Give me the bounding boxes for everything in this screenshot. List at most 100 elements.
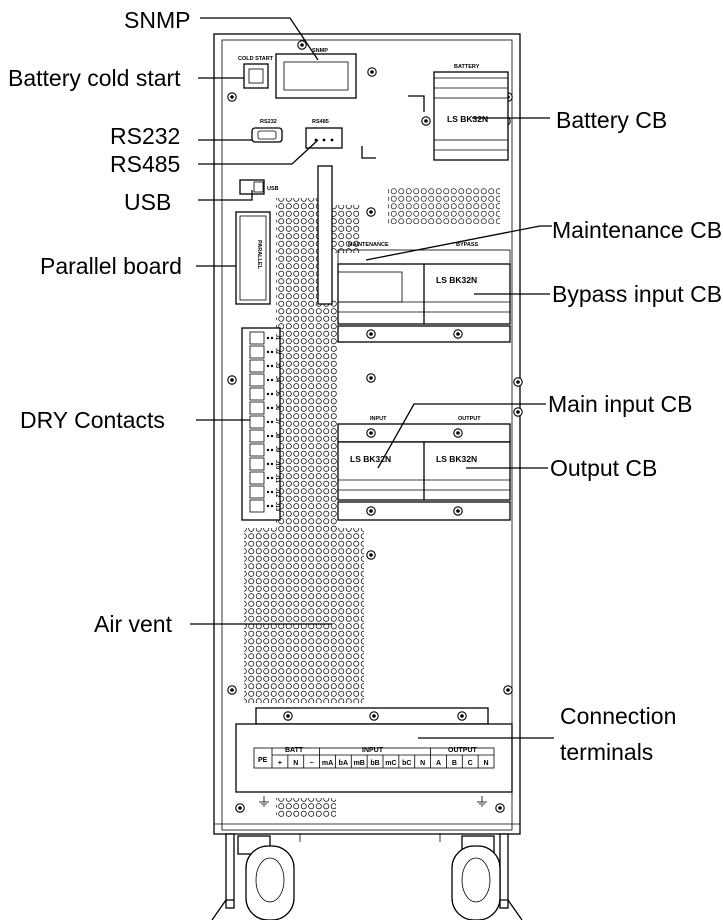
callout-rs232: RS232 bbox=[110, 123, 180, 149]
dry-contact-terminal bbox=[249, 373, 265, 387]
dry-contact-terminal bbox=[249, 387, 265, 401]
dry-contact-pin bbox=[270, 406, 274, 410]
callout-dry-contacts: DRY Contacts bbox=[20, 407, 165, 433]
output-breaker-model: LS BK32N bbox=[436, 454, 477, 464]
caster-wheels bbox=[211, 833, 523, 920]
terminal-cell-label: + bbox=[278, 760, 282, 767]
terminal-cell-label: bC bbox=[402, 760, 411, 767]
dry-contact-label: J11 bbox=[274, 474, 280, 483]
bypass-breaker-model: LS BK32N bbox=[436, 275, 477, 285]
terminal-cell-label: N bbox=[293, 760, 298, 767]
dry-contact-label: J10 bbox=[274, 460, 280, 469]
callout-battery-cb: Battery CB bbox=[556, 107, 667, 133]
dry-contact-label: J6 bbox=[274, 404, 280, 410]
callout-main-input-cb: Main input CB bbox=[548, 391, 692, 417]
dry-contact-terminal bbox=[249, 331, 265, 345]
callout-bypass-input-cb: Bypass input CB bbox=[552, 281, 722, 307]
dry-contact-label: J8 bbox=[274, 432, 280, 438]
dry-contact-pin bbox=[266, 490, 270, 494]
dry-contact-pin bbox=[270, 448, 274, 452]
callout-maintenance-cb: Maintenance CB bbox=[552, 217, 722, 243]
callout-labels: SNMP Battery cold start RS232 RS485 USB … bbox=[8, 7, 722, 765]
terminal-cell-label: bB bbox=[370, 760, 379, 767]
input-output-breakers: INPUT OUTPUT LS BK32N LS BK32N bbox=[337, 416, 511, 521]
dry-contact-label: J12 bbox=[274, 488, 280, 497]
bypass-label: BYPASS bbox=[456, 242, 479, 248]
dry-contact-label: J2 bbox=[274, 348, 280, 354]
dry-contact-pin bbox=[270, 336, 274, 340]
usb-label: USB bbox=[267, 186, 279, 192]
dry-contact-label: J9 bbox=[274, 446, 280, 452]
terminal-group-input: INPUT bbox=[362, 747, 384, 754]
dry-contact-pin bbox=[266, 476, 270, 480]
dry-contact-pin bbox=[270, 476, 274, 480]
maintenance-label: MAINTENANCE bbox=[348, 242, 389, 248]
dry-contact-terminal bbox=[249, 415, 265, 429]
dry-contact-pin bbox=[270, 350, 274, 354]
dry-contact-pin bbox=[270, 504, 274, 508]
cold-start-port: COLD START bbox=[238, 56, 274, 89]
dry-contact-label: J7 bbox=[274, 418, 280, 424]
callout-usb: USB bbox=[124, 189, 171, 215]
terminal-cell-label: bA bbox=[339, 760, 348, 767]
callout-connection-terminals-line1: Connection bbox=[560, 703, 676, 729]
ground-symbols bbox=[259, 796, 487, 807]
terminal-cover bbox=[235, 707, 513, 793]
air-vent bbox=[244, 198, 364, 818]
terminal-cell-label: C bbox=[468, 760, 473, 767]
terminal-pe: PE bbox=[258, 757, 268, 764]
dry-contact-pin bbox=[270, 462, 274, 466]
callout-snmp: SNMP bbox=[124, 7, 190, 33]
battery-breaker: BATTERY LS BK32N bbox=[361, 64, 509, 161]
rs232-port: RS232 bbox=[251, 119, 283, 143]
terminal-cell-label: mC bbox=[385, 760, 396, 767]
parallel-board: PARALLEL bbox=[235, 211, 271, 305]
terminal-cell-label: N bbox=[420, 760, 425, 767]
dry-contact-pin bbox=[270, 490, 274, 494]
callout-output-cb: Output CB bbox=[550, 455, 657, 481]
dry-contact-pin bbox=[266, 420, 270, 424]
leader-lines bbox=[190, 17, 554, 739]
terminal-cell-label: B bbox=[452, 760, 457, 767]
output-label: OUTPUT bbox=[458, 416, 481, 422]
dry-contact-pin bbox=[266, 392, 270, 396]
battery-breaker-model: LS BK32N bbox=[447, 114, 488, 124]
dry-contact-pin bbox=[266, 434, 270, 438]
rs232-label: RS232 bbox=[260, 119, 277, 125]
terminal-cell-label: N bbox=[484, 760, 489, 767]
callout-connection-terminals-line2: terminals bbox=[560, 739, 653, 765]
dry-contact-pin bbox=[266, 406, 270, 410]
dry-contact-label: J1 bbox=[274, 334, 280, 340]
dry-contact-label: J4 bbox=[274, 376, 280, 383]
callout-parallel-board: Parallel board bbox=[40, 253, 182, 279]
dry-contact-label: J13 bbox=[274, 502, 280, 511]
dry-contact-terminal bbox=[249, 457, 265, 471]
terminal-cell-label: A bbox=[436, 760, 441, 767]
callout-battery-cold-start: Battery cold start bbox=[8, 65, 181, 91]
callout-air-vent: Air vent bbox=[94, 611, 173, 637]
upper-vent-holes bbox=[388, 188, 500, 224]
terminal-cell-label: − bbox=[310, 760, 314, 767]
dry-contact-pin bbox=[270, 364, 274, 368]
dry-contact-terminal bbox=[249, 401, 265, 415]
battery-label: BATTERY bbox=[454, 64, 480, 70]
dry-contact-pin bbox=[266, 448, 270, 452]
dry-contact-pin bbox=[270, 434, 274, 438]
bypass-switch-bracket bbox=[317, 165, 333, 305]
terminal-cell-label: mB bbox=[354, 760, 365, 767]
dry-contact-terminal bbox=[249, 345, 265, 359]
snmp-slot-label: SNMP bbox=[312, 48, 328, 54]
dry-contact-terminal bbox=[249, 429, 265, 443]
dry-contact-terminal bbox=[249, 499, 265, 513]
dry-contact-terminal bbox=[249, 471, 265, 485]
dry-contact-pin bbox=[270, 420, 274, 424]
snmp-slot: SNMP bbox=[275, 48, 357, 99]
dry-contact-label: J3 bbox=[274, 362, 280, 368]
dry-contact-pin bbox=[266, 350, 270, 354]
dry-contact-pin bbox=[270, 392, 274, 396]
dry-contact-pin bbox=[266, 462, 270, 466]
input-breaker-model: LS BK32N bbox=[350, 454, 391, 464]
